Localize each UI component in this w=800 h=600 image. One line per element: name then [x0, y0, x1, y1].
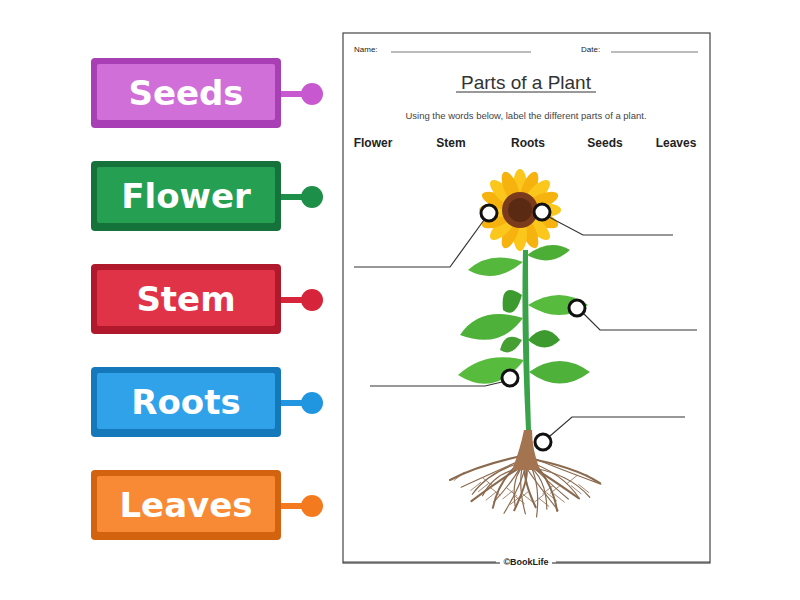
word-button: Flower	[91, 161, 281, 231]
word-button: Seeds	[91, 58, 281, 128]
word-bank-item: Seeds	[587, 136, 622, 150]
word-button: Roots	[91, 367, 281, 437]
word-button: Stem	[91, 264, 281, 334]
word-bank-item: Roots	[511, 136, 545, 150]
button-label: Leaves	[119, 485, 252, 525]
word-bank-item: Leaves	[656, 136, 697, 150]
button-label: Stem	[136, 279, 235, 319]
name-field: Name:	[354, 45, 378, 54]
worksheet-title: Parts of a Plant	[461, 72, 591, 94]
leader-lines	[354, 217, 697, 436]
worksheet-frame	[343, 33, 710, 563]
instructions: Using the words below, label the differe…	[405, 110, 646, 121]
button-pins	[280, 83, 323, 517]
copyright-note: ©BookLife	[500, 557, 551, 567]
leaves-drawing	[458, 245, 590, 384]
flower-drawing	[479, 169, 561, 251]
word-button: Leaves	[91, 470, 281, 540]
button-label: Flower	[121, 176, 250, 216]
date-field: Date:	[581, 45, 600, 54]
word-bank-item: Stem	[436, 136, 465, 150]
word-bank-item: Flower	[354, 136, 393, 150]
button-label: Seeds	[128, 73, 243, 113]
label-markers	[481, 204, 585, 450]
button-label: Roots	[131, 382, 240, 422]
